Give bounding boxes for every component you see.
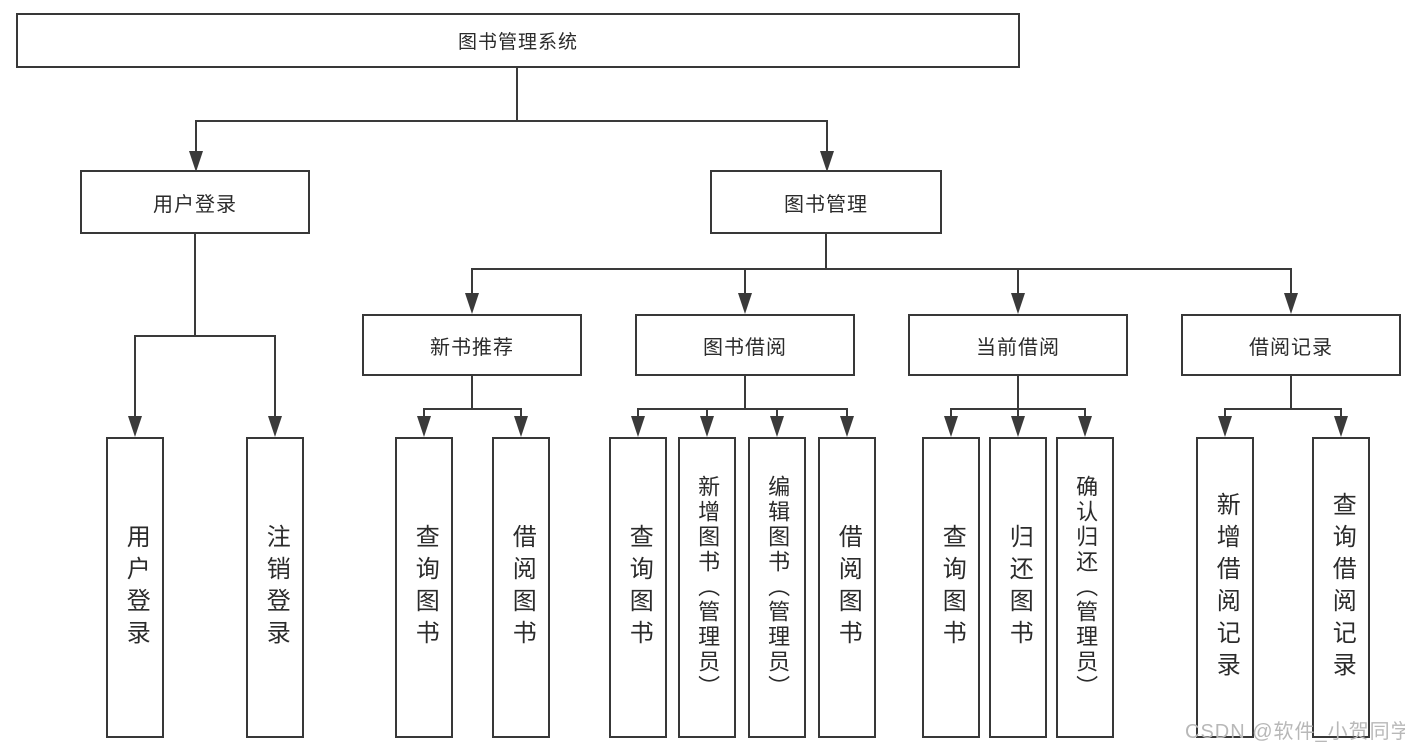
node-new-book-recommend-label: 新书推荐 bbox=[430, 336, 514, 359]
leaf-borrow-books-recommend: 借阅图书 bbox=[492, 437, 550, 738]
node-book-borrow-label: 图书借阅 bbox=[703, 336, 787, 359]
node-current-borrow-label: 当前借阅 bbox=[976, 336, 1060, 359]
leaf-add-borrow-record: 新增借阅记录 bbox=[1196, 437, 1254, 738]
node-book-management: 图书管理 bbox=[710, 170, 942, 234]
leaf-return-books: 归还图书 bbox=[989, 437, 1047, 738]
leaf-query-books-current-label: 查询图书 bbox=[938, 523, 966, 652]
leaf-confirm-return-admin-label: 确认归还（管理员） bbox=[1073, 475, 1099, 700]
leaf-query-books-recommend-label: 查询图书 bbox=[411, 523, 439, 652]
leaf-user-login: 用户登录 bbox=[106, 437, 164, 738]
node-user-login: 用户登录 bbox=[80, 170, 310, 234]
leaf-borrow-books-label: 借阅图书 bbox=[834, 523, 862, 652]
leaf-confirm-return-admin: 确认归还（管理员） bbox=[1056, 437, 1114, 738]
leaf-add-books-admin: 新增图书（管理员） bbox=[678, 437, 736, 738]
node-root: 图书管理系统 bbox=[16, 13, 1020, 68]
leaf-query-books-borrow: 查询图书 bbox=[609, 437, 667, 738]
leaf-edit-books-admin: 编辑图书（管理员） bbox=[748, 437, 806, 738]
leaf-borrow-books: 借阅图书 bbox=[818, 437, 876, 738]
leaf-query-borrow-record-label: 查询借阅记录 bbox=[1328, 491, 1356, 684]
node-borrow-record-label: 借阅记录 bbox=[1249, 336, 1333, 359]
node-user-login-label: 用户登录 bbox=[153, 193, 237, 216]
leaf-query-books-current: 查询图书 bbox=[922, 437, 980, 738]
node-borrow-record: 借阅记录 bbox=[1181, 314, 1401, 376]
leaf-add-borrow-record-label: 新增借阅记录 bbox=[1212, 491, 1240, 684]
node-new-book-recommend: 新书推荐 bbox=[362, 314, 582, 376]
leaf-query-books-borrow-label: 查询图书 bbox=[625, 523, 653, 652]
leaf-query-books-recommend: 查询图书 bbox=[395, 437, 453, 738]
node-current-borrow: 当前借阅 bbox=[908, 314, 1128, 376]
leaf-return-books-label: 归还图书 bbox=[1005, 523, 1033, 652]
leaf-query-borrow-record: 查询借阅记录 bbox=[1312, 437, 1370, 738]
node-book-management-label: 图书管理 bbox=[784, 193, 868, 216]
csdn-watermark: CSDN @软件_小贺同学 bbox=[1185, 721, 1405, 743]
leaf-logout-label: 注销登录 bbox=[262, 523, 290, 652]
node-root-label: 图书管理系统 bbox=[457, 32, 578, 53]
node-book-borrow: 图书借阅 bbox=[635, 314, 855, 376]
leaf-logout: 注销登录 bbox=[246, 437, 304, 738]
leaf-edit-books-admin-label: 编辑图书（管理员） bbox=[765, 475, 791, 700]
leaf-add-books-admin-label: 新增图书（管理员） bbox=[695, 475, 721, 700]
leaf-user-login-label: 用户登录 bbox=[122, 523, 150, 652]
leaf-borrow-books-recommend-label: 借阅图书 bbox=[508, 523, 536, 652]
